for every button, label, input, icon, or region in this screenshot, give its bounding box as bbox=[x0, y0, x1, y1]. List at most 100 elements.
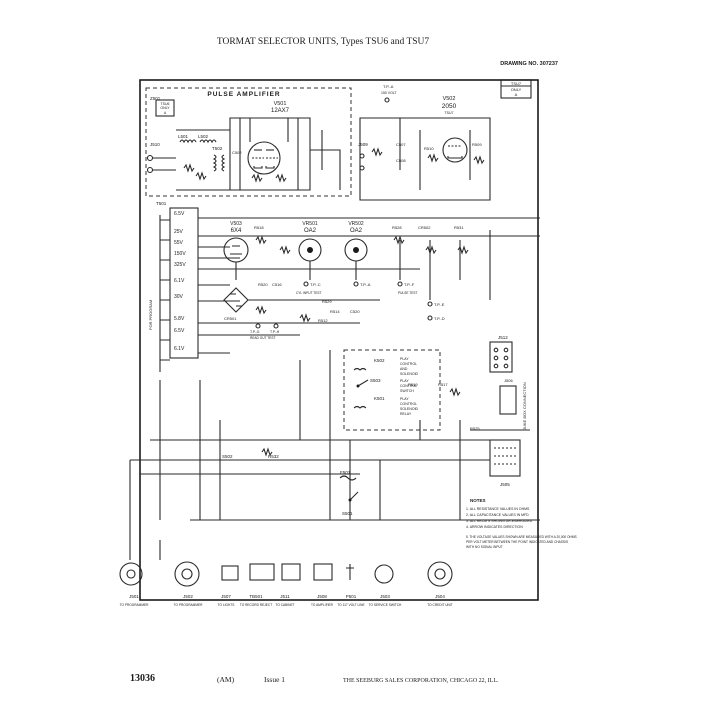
footer-am: (AM) bbox=[217, 675, 235, 684]
voltage-3: 150V bbox=[174, 251, 186, 257]
conn-0-dest: TO PROGRAMMER bbox=[120, 603, 150, 607]
left-box-line1: TSU6 bbox=[161, 102, 170, 106]
corner-box-line3: A bbox=[515, 92, 518, 97]
bottom-connectors bbox=[119, 519, 540, 587]
voltage-1: 25V bbox=[174, 229, 184, 235]
s503-desc-0: PLAY bbox=[400, 379, 409, 383]
conn-7-ref: J503 bbox=[380, 594, 390, 599]
tpd-label: T.P.-D bbox=[434, 316, 445, 321]
note-3: 4. ARROW INDICATES DIRECTION bbox=[466, 525, 523, 529]
k501-label: K501 bbox=[374, 396, 385, 401]
conn-6-dest: TO 117 VOLT LINE bbox=[337, 603, 364, 607]
lower-wiring: S502 R532 F501 S501 R519 R512 R525 bbox=[129, 318, 530, 540]
s501-label: S501 bbox=[342, 511, 353, 516]
tpf-label: T.P.-F bbox=[404, 282, 415, 287]
conn-3-ref: TB501 bbox=[249, 594, 263, 599]
conn-0-ref: J501 bbox=[129, 594, 139, 599]
tb501-symbol bbox=[249, 563, 275, 581]
voltage-9: 6.1V bbox=[174, 346, 185, 352]
p501-symbol bbox=[346, 564, 354, 580]
j508-symbol bbox=[313, 563, 333, 581]
page-title: TORMAT SELECTOR UNITS, Types TSU6 and TS… bbox=[217, 37, 430, 47]
conn-8-ref: J504 bbox=[435, 594, 445, 599]
vr502-type: OA2 bbox=[350, 228, 363, 234]
footer-number: 13036 bbox=[130, 673, 155, 684]
j502-symbol bbox=[174, 561, 200, 587]
k502-desc-3: SOLENOID bbox=[400, 372, 419, 376]
conn-2-dest: TO LIGHTS bbox=[218, 603, 235, 607]
k501-desc-3: RELAY bbox=[400, 412, 412, 416]
r520-label: R520 bbox=[258, 282, 268, 287]
s503-desc-1: CONTROL bbox=[400, 384, 417, 388]
c507-label: C507 bbox=[396, 142, 406, 147]
l501-label: L501 bbox=[178, 134, 189, 139]
note-6: WITH NO SIGNAL INPUT bbox=[466, 545, 503, 549]
v503-type: 6X4 bbox=[231, 228, 242, 234]
conn-8-dest: TO CREDIT UNIT bbox=[427, 603, 452, 607]
voltage-2: 55V bbox=[174, 240, 184, 246]
footer-issue: Issue 1 bbox=[264, 675, 285, 684]
l502-label: L502 bbox=[198, 134, 209, 139]
corner-box-line1: TSU7 bbox=[511, 81, 522, 86]
schematic-frame bbox=[139, 79, 539, 601]
k502-desc-0: PLAY bbox=[400, 357, 409, 361]
notes-title: NOTES bbox=[470, 498, 486, 503]
k501-desc-1: CONTROL bbox=[400, 402, 417, 406]
conn-1-ref: J502 bbox=[183, 594, 193, 599]
vr501-ref: VR501 bbox=[302, 221, 318, 227]
tpe-label: T.P.-E bbox=[434, 302, 445, 307]
k502-label: K502 bbox=[374, 358, 385, 363]
conn-5-ref: J508 bbox=[317, 594, 327, 599]
r532-label: R532 bbox=[268, 454, 279, 459]
t501-label: T501 bbox=[156, 201, 167, 206]
c516-label: C516 bbox=[272, 282, 282, 287]
j506-label: J506 bbox=[504, 378, 513, 383]
r514-label: R514 bbox=[330, 309, 340, 314]
s502-label: S502 bbox=[222, 454, 233, 459]
footer-company: THE SEEBURG SALES CORPORATION, CHICAGO 2… bbox=[343, 678, 499, 684]
v501-type: 12AX7 bbox=[271, 108, 290, 114]
conn-4-dest: TO CABINET bbox=[275, 603, 294, 607]
conn-1-dest: TO PROGRAMMER bbox=[174, 603, 204, 607]
voltage-8: 6.5V bbox=[174, 328, 185, 334]
j510-label: J510 bbox=[150, 142, 160, 147]
conn-6-ref: P501 bbox=[346, 594, 357, 599]
tpgh-sub: READ OUT TEST bbox=[250, 336, 275, 340]
cr501-label: CR501 bbox=[224, 316, 237, 321]
j501-symbol bbox=[119, 562, 143, 586]
vr502-ref: VR502 bbox=[348, 221, 364, 227]
r509-label: R509 bbox=[472, 142, 482, 147]
s503-label: S503 bbox=[370, 378, 381, 383]
conn-5-dest: TO AMPLIFIER bbox=[311, 603, 334, 607]
voltage-4: 325V bbox=[174, 262, 186, 268]
note-4: 5. THE VOLTAGE VALUES SHOWN ARE MEASURED… bbox=[466, 535, 577, 539]
v502-section: V502 2050 TSU7 J509 C507 C508 R510 R509 bbox=[358, 96, 491, 201]
test-points: T.P.-C CYL INPUT TEST T.P.-A T.P.-F PULS… bbox=[250, 281, 445, 340]
connector-labels: J501 TO PROGRAMMER J502 TO PROGRAMMER J5… bbox=[120, 594, 453, 607]
t502-label: T502 bbox=[212, 146, 223, 151]
v502-type: 2050 bbox=[442, 103, 457, 110]
juke-box-side-label: JUKE BOX CONNECTION bbox=[522, 382, 527, 430]
corner-box-line2: ONLY bbox=[511, 87, 522, 92]
voltage-5: 6.1V bbox=[174, 278, 185, 284]
j505-label: J505 bbox=[500, 482, 510, 487]
notes-block: NOTES 1. ALL RESISTANCE VALUES IN OHMS 2… bbox=[466, 498, 577, 549]
s503-desc-2: SWITCH bbox=[400, 389, 414, 393]
j511-symbol bbox=[281, 563, 301, 581]
pulse-amplifier-title: PULSE AMPLIFIER bbox=[207, 91, 280, 98]
tph-label: T.P.-H bbox=[270, 330, 280, 334]
note-0: 1. ALL RESISTANCE VALUES IN OHMS bbox=[466, 507, 530, 511]
v503-ref: V503 bbox=[230, 221, 242, 227]
v501-tube-symbol bbox=[247, 141, 281, 175]
vr501-type: OA2 bbox=[304, 228, 317, 234]
tpa-top-sub: 150 VOLT bbox=[381, 91, 398, 95]
note-1: 2. ALL CAPACITANCE VALUES IN MFD bbox=[466, 513, 529, 517]
voltage-bus: 6.5V 25V 55V 150V 325V 6.1V 30V 5.8V 6.5… bbox=[148, 207, 540, 372]
c508-label: C508 bbox=[396, 158, 406, 163]
j509-label: J509 bbox=[358, 142, 368, 147]
z501-label: Z501 bbox=[150, 96, 161, 101]
r517-label: R517 bbox=[438, 382, 448, 387]
r512-label: R512 bbox=[318, 318, 328, 323]
note-2: 3. ALL RELAYS SHOWN DE-ENERGIZED bbox=[466, 519, 533, 523]
j512-connector: J512 R517 J506 JUKE BOX CONNECTION J505 bbox=[438, 335, 527, 487]
